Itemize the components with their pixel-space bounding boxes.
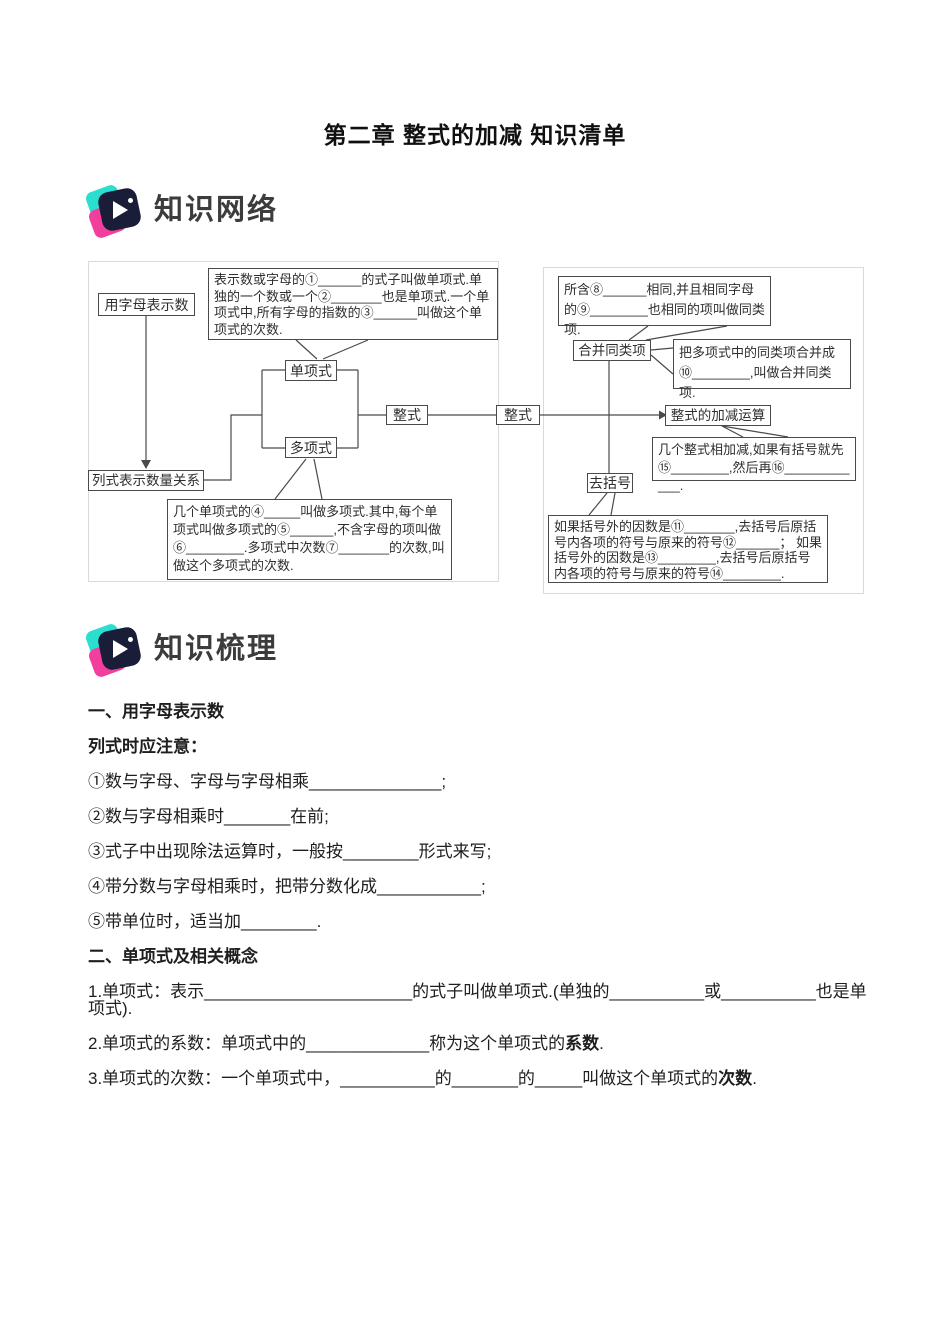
node-remove-brackets: 去括号 — [587, 473, 633, 493]
knowledge-network-label: 知识网络 — [154, 193, 279, 226]
item-text: 3.单项式的次数：一个单项式中，__________的_______的_____… — [88, 1069, 719, 1088]
item-tail: . — [752, 1069, 757, 1088]
play-triangle-icon — [113, 640, 128, 658]
section1-item-1: ①数与字母、字母与字母相乘______________; — [88, 772, 447, 791]
item-text: 1.单项式：表示______________________的式子叫做单项式.(… — [88, 982, 867, 1018]
item-text: 2.单项式的系数：单项式中的_____________称为这个单项式的 — [88, 1034, 566, 1053]
section2-item-1: 1.单项式：表示______________________的式子叫做单项式.(… — [88, 983, 878, 1017]
section1-item-3: ③式子中出现除法运算时，一般按________形式来写; — [88, 842, 492, 861]
node-polynomial: 多项式 — [285, 437, 337, 458]
item-tail: . — [599, 1034, 604, 1053]
callout-monomial-def: 表示数或字母的①______的式子叫做单项式.单独的一个数或一个②_______… — [208, 268, 498, 340]
section2-item-2: 2.单项式的系数：单项式中的_____________称为这个单项式的系数. — [88, 1035, 878, 1052]
callout-brackets-def: 如果括号外的因数是⑪_______,去括号后原括号内各项的符号与原来的符号⑫__… — [548, 515, 828, 583]
node-combine-like-terms: 合并同类项 — [573, 340, 651, 361]
node-list-relation: 列式表示数量关系 — [88, 470, 204, 491]
node-integral-left: 整式 — [386, 405, 428, 425]
section1-note: 列式时应注意： — [88, 737, 207, 756]
connector-lines — [141, 316, 789, 516]
section1-title: 一、用字母表示数 — [88, 702, 224, 721]
section1-item-2: ②数与字母相乘时_______在前; — [88, 807, 329, 826]
callout-combine-def: 把多项式中的同类项合并成⑩________,叫做合并同类项. — [673, 339, 851, 400]
callout-like-terms-def: 所含⑧______相同,并且相同字母的⑨________也相同的项叫做同类项. — [558, 276, 771, 337]
node-add-sub-operation: 整式的加减运算 — [665, 405, 771, 426]
node-monomial: 单项式 — [285, 360, 337, 381]
play-logo-icon — [84, 622, 143, 679]
item-bold-term: 次数 — [718, 1069, 753, 1088]
play-logo-icon — [84, 183, 143, 240]
play-dot — [128, 198, 133, 203]
knowledge-review-header: 知识梳理 — [84, 622, 279, 679]
item-bold-term: 系数 — [565, 1034, 600, 1053]
callout-add-sub-def: 几个整式相加减,如果有括号就先⑮________,然后再⑯___________… — [652, 437, 856, 493]
node-integral-right: 整式 — [496, 405, 540, 425]
notes-content: 一、用字母表示数 列式时应注意： ①数与字母、字母与字母相乘__________… — [88, 703, 878, 1105]
page-title: 第二章 整式的加减 知识清单 — [323, 122, 627, 148]
right-panel-border — [543, 267, 864, 594]
knowledge-review-label: 知识梳理 — [154, 632, 279, 665]
section2-title: 二、单项式及相关概念 — [88, 947, 258, 966]
section1-item-4: ④带分数与字母相乘时，把带分数化成___________; — [88, 877, 486, 896]
callout-polynomial-def: 几个单项式的④_____叫做多项式.其中,每个单项式叫做多项式的⑤______,… — [167, 499, 452, 580]
section2-item-3: 3.单项式的次数：一个单项式中，__________的_______的_____… — [88, 1070, 878, 1087]
play-triangle-icon — [113, 201, 128, 219]
knowledge-network-header: 知识网络 — [84, 183, 279, 240]
concept-map: 用字母表示数 列式表示数量关系 单项式 多项式 整式 整式 合并同类项 整式的加… — [0, 258, 950, 603]
node-use-letters: 用字母表示数 — [98, 293, 195, 316]
play-dot — [128, 637, 133, 642]
section1-item-5: ⑤带单位时，适当加________. — [88, 912, 322, 931]
